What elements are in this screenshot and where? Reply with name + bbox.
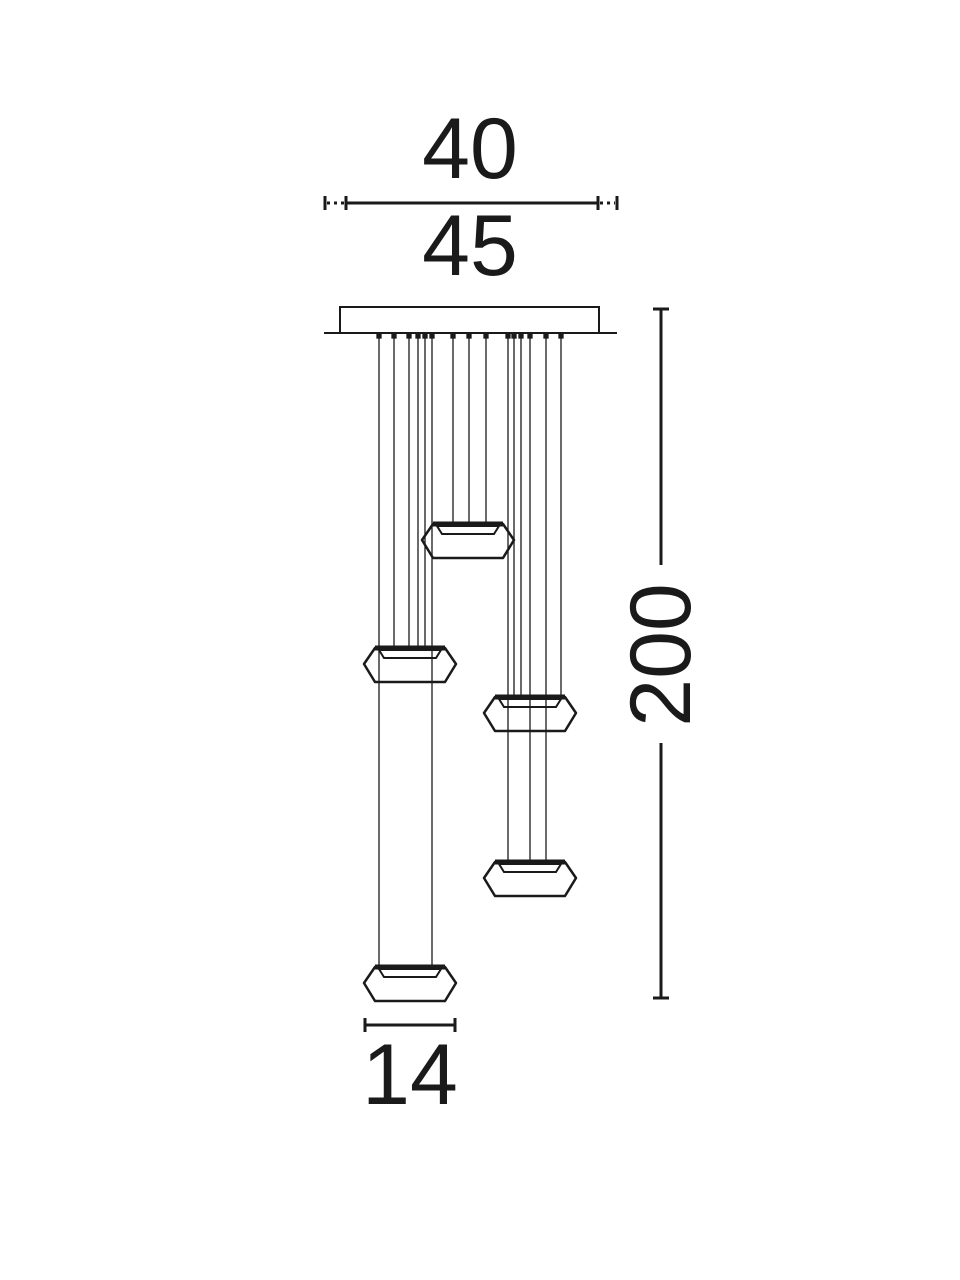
cable-anchor — [505, 333, 511, 339]
suspension-cables — [376, 333, 564, 965]
cable-anchor — [415, 333, 421, 339]
pendant-lamps — [362, 521, 578, 1003]
cable-anchor — [429, 333, 435, 339]
pendant-lamp — [482, 694, 578, 733]
cable-anchor — [391, 333, 397, 339]
dimension-label-canopy-width: 45 — [422, 198, 518, 294]
cable-anchor — [543, 333, 549, 339]
cable-anchor — [376, 333, 382, 339]
cable-anchor — [483, 333, 489, 339]
pendant-width-dimension-line — [363, 1018, 457, 1032]
cable-anchor — [406, 333, 412, 339]
pendant-lamp — [482, 859, 578, 898]
dimension-label-top-width: 40 — [422, 101, 518, 197]
height-dimension-line — [653, 307, 669, 1000]
cable-anchor — [466, 333, 472, 339]
cable-anchor — [518, 333, 524, 339]
ceiling-canopy — [324, 306, 617, 334]
cable-anchor — [558, 333, 564, 339]
cable-anchor — [422, 333, 428, 339]
cable-anchor — [450, 333, 456, 339]
cable-anchor — [511, 333, 517, 339]
top-dimension-line — [323, 196, 619, 210]
pendant-lamp — [362, 964, 458, 1003]
dimension-label-height: 200 — [613, 583, 709, 727]
pendant-lamp — [362, 645, 458, 684]
dimension-label-pendant-width: 14 — [362, 1027, 458, 1123]
cable-anchor — [527, 333, 533, 339]
pendant-lamp — [420, 521, 516, 560]
